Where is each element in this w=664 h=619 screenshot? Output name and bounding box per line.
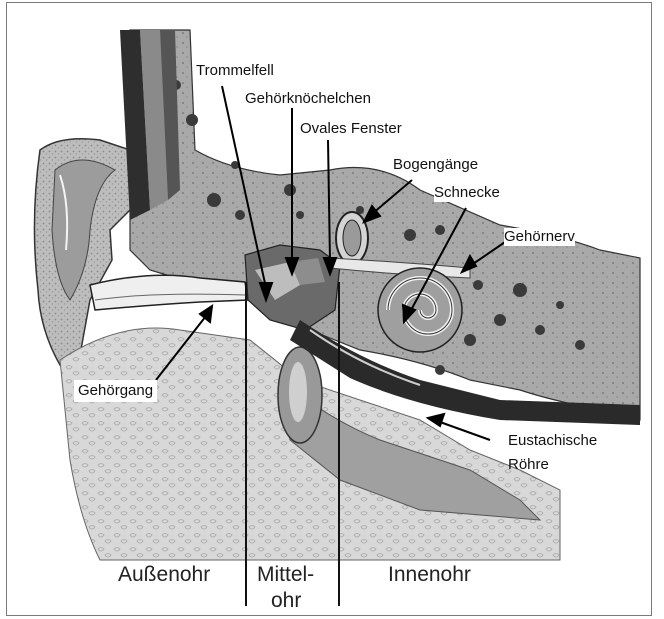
cranial-wall bbox=[120, 30, 180, 220]
divider-middle-inner bbox=[338, 282, 340, 606]
label-ovales-fenster: Ovales Fenster bbox=[300, 120, 402, 138]
ear-canal bbox=[90, 275, 248, 310]
region-innenohr: Innenohr bbox=[388, 562, 471, 587]
eustachische-arrowhead bbox=[428, 414, 444, 426]
label-gehoernerv: Gehörnerv bbox=[504, 228, 575, 246]
semicircular-canals bbox=[336, 212, 368, 264]
label-trommelfell: Trommelfell bbox=[196, 62, 274, 80]
label-gehoergang: Gehörgang bbox=[74, 380, 157, 402]
region-mittelohr-line1: Mittel- bbox=[257, 562, 314, 587]
label-gehoerknoechelchen: Gehörknöchelchen bbox=[245, 90, 371, 108]
label-eustachische-line1: Eustachische bbox=[508, 432, 597, 450]
label-schnecke: Schnecke bbox=[434, 184, 500, 202]
cochlea bbox=[378, 268, 462, 352]
region-aussenohr: Außenohr bbox=[118, 562, 210, 587]
divider-outer-middle bbox=[245, 282, 247, 606]
label-eustachische-line2: Röhre bbox=[508, 456, 549, 474]
gehoergang-arrowhead bbox=[200, 306, 212, 322]
region-mittelohr-line2: ohr bbox=[271, 588, 301, 613]
label-bogengaenge: Bogengänge bbox=[393, 156, 478, 174]
